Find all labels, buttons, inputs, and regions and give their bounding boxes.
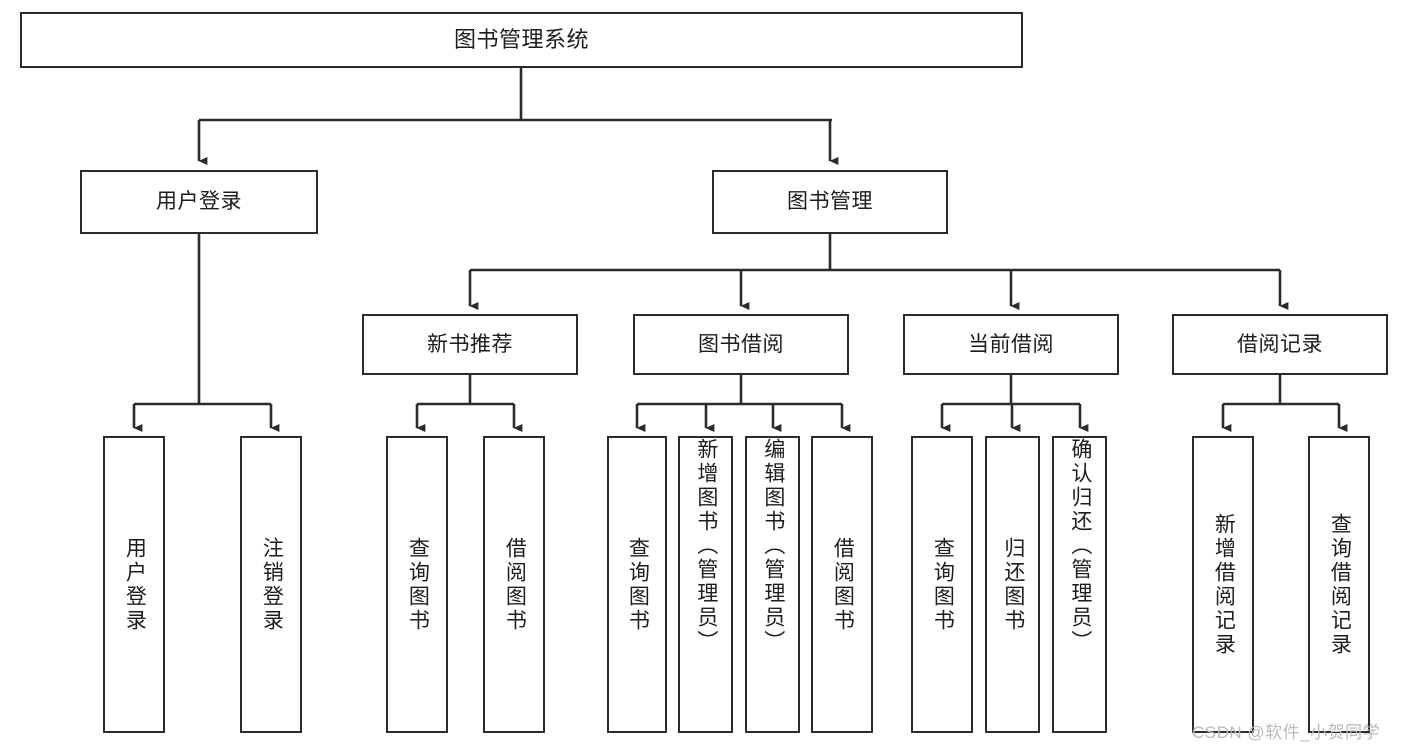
node-label: 图书借阅 — [698, 332, 784, 356]
node-user-login[interactable]: 用户登录 — [80, 170, 318, 234]
node-leaf-user-login[interactable]: 用户登录 — [103, 436, 165, 733]
node-leaf-edit-book[interactable]: 编辑图书（管理员） — [745, 436, 800, 733]
node-label: 借阅图书 — [503, 536, 527, 633]
node-leaf-add-record[interactable]: 新增借阅记录 — [1192, 436, 1254, 733]
node-leaf-borrow-book-2[interactable]: 借阅图书 — [811, 436, 873, 733]
node-label: 注销登录 — [260, 536, 284, 633]
node-label: 新增图书（管理员） — [694, 438, 718, 654]
node-label: 确认归还（管理员） — [1068, 438, 1092, 654]
node-label: 查询图书 — [406, 536, 430, 633]
node-leaf-query-book-3[interactable]: 查询图书 — [911, 436, 973, 733]
node-leaf-confirm-return[interactable]: 确认归还（管理员） — [1052, 436, 1107, 733]
node-label: 当前借阅 — [968, 332, 1054, 356]
node-new-book-rec[interactable]: 新书推荐 — [362, 314, 578, 375]
node-leaf-query-record[interactable]: 查询借阅记录 — [1308, 436, 1370, 733]
node-label: 用户登录 — [156, 190, 242, 214]
node-borrow-record[interactable]: 借阅记录 — [1172, 314, 1388, 375]
node-label: 新书推荐 — [427, 332, 513, 356]
node-leaf-query-book-2[interactable]: 查询图书 — [607, 436, 667, 733]
node-leaf-borrow-book-1[interactable]: 借阅图书 — [483, 436, 545, 733]
node-label: 用户登录 — [123, 536, 147, 633]
node-leaf-add-book[interactable]: 新增图书（管理员） — [678, 436, 733, 733]
node-root-system[interactable]: 图书管理系统 — [20, 12, 1023, 68]
node-label: 借阅记录 — [1237, 332, 1323, 356]
csdn-watermark: CSDN @软件_小贺同学 — [1192, 723, 1381, 742]
node-label: 编辑图书（管理员） — [761, 438, 785, 654]
node-book-borrow[interactable]: 图书借阅 — [633, 314, 849, 375]
node-label: 新增借阅记录 — [1212, 512, 1236, 657]
node-current-borrow[interactable]: 当前借阅 — [903, 314, 1119, 375]
node-label: 查询图书 — [931, 536, 955, 633]
node-label: 查询借阅记录 — [1328, 512, 1352, 657]
node-leaf-return-book[interactable]: 归还图书 — [985, 436, 1040, 733]
node-label: 查询图书 — [626, 536, 650, 633]
node-label: 借阅图书 — [831, 536, 855, 633]
node-label: 归还图书 — [1001, 536, 1025, 633]
node-label: 图书管理系统 — [453, 26, 589, 52]
node-book-manage[interactable]: 图书管理 — [712, 170, 948, 234]
node-leaf-logout[interactable]: 注销登录 — [240, 436, 302, 733]
node-label: 图书管理 — [787, 190, 873, 214]
node-leaf-query-book-1[interactable]: 查询图书 — [386, 436, 448, 733]
